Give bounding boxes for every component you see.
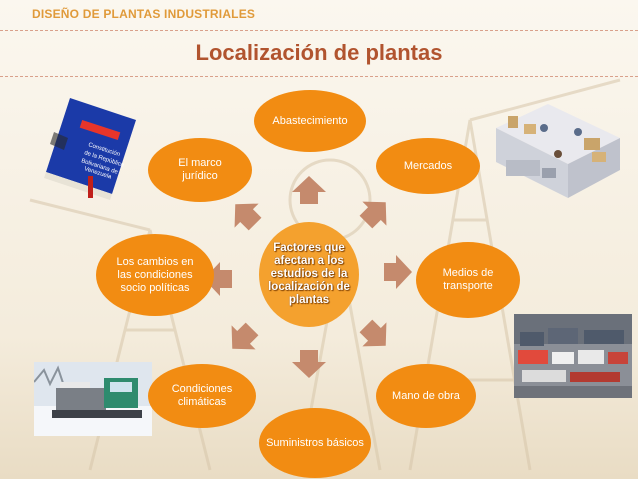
- factor-node-condiciones-climaticas: Condiciones climáticas: [148, 364, 256, 428]
- factor-node-marco-juridico: El marco jurídico: [148, 138, 252, 202]
- dashed-divider-top: [0, 30, 638, 31]
- snow-vehicle-photo: [34, 362, 152, 436]
- factor-node-medios-transporte: Medios de transporte: [416, 242, 520, 318]
- factor-node-abastecimiento: Abastecimiento: [254, 90, 366, 152]
- arrow-down-right: [353, 313, 398, 358]
- dashed-divider-title: [0, 76, 638, 77]
- factor-label: Condiciones climáticas: [171, 383, 233, 408]
- warehouse-illustration: [496, 104, 620, 198]
- slide-title: Localización de plantas: [195, 40, 443, 65]
- arrow-down-left: [220, 316, 265, 361]
- central-topic: Factores que afectan a los estudios de l…: [259, 222, 359, 327]
- factor-node-condiciones-sociopoliticas: Los cambios en las condiciones socio pol…: [96, 234, 214, 316]
- factor-node-mercados: Mercados: [376, 138, 480, 194]
- arrow-up-right: [353, 190, 398, 235]
- arrow-up: [292, 176, 326, 204]
- factor-label: Mano de obra: [392, 389, 460, 402]
- factor-node-suministros: Suministros básicos: [259, 408, 371, 478]
- truck-yard-photo: [514, 314, 632, 398]
- section-header: DISEÑO DE PLANTAS INDUSTRIALES: [32, 7, 256, 21]
- book-illustration: Constitución de la República Bolivariana…: [44, 98, 136, 200]
- factor-label: Abastecimiento: [272, 114, 348, 127]
- factor-node-mano-obra: Mano de obra: [376, 364, 476, 428]
- arrow-right: [384, 255, 412, 289]
- central-topic-label: Factores que afectan a los estudios de l…: [268, 242, 350, 306]
- factor-label: Suministros básicos: [266, 436, 364, 449]
- arrow-down: [292, 350, 326, 378]
- factor-label: Los cambios en las condiciones socio pol…: [116, 255, 194, 294]
- arrow-up-left: [223, 192, 268, 237]
- factor-label: El marco jurídico: [178, 157, 222, 182]
- factor-label: Medios de transporte: [442, 267, 494, 292]
- factor-label: Mercados: [403, 159, 453, 172]
